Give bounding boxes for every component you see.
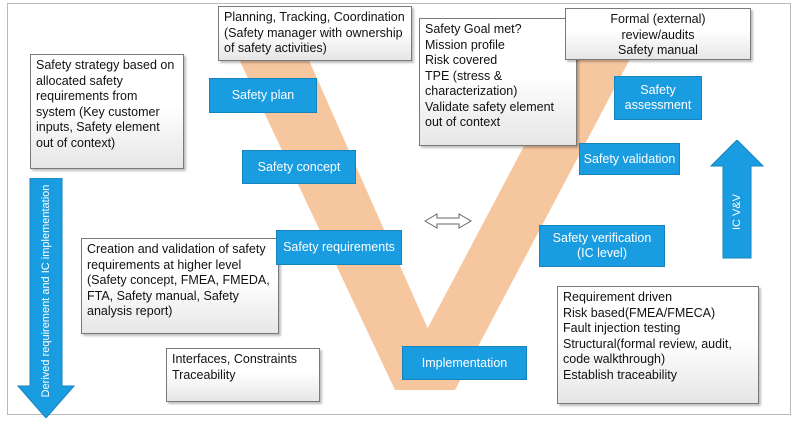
diagram-frame <box>7 3 791 415</box>
v-left-arm <box>230 40 455 390</box>
note-safety-strategy: Safety strategy based on allocated safet… <box>30 54 184 169</box>
stage-implementation: Implementation <box>402 346 527 380</box>
note-requirement-driven: Requirement driven Risk based(FMEA/FMECA… <box>557 286 759 404</box>
note-creation-validation: Creation and validation of safety requir… <box>81 238 279 334</box>
up-arrow-icon <box>709 140 765 259</box>
stage-safety-requirements: Safety requirements <box>276 230 402 265</box>
note-formal-review: Formal (external) review/audits Safety m… <box>565 8 751 60</box>
down-arrow-icon <box>16 178 76 418</box>
stage-safety-validation: Safety validation <box>579 143 680 175</box>
note-interfaces: Interfaces, Constraints Traceability <box>166 348 320 402</box>
note-planning: Planning, Tracking, Coordination (Safety… <box>218 6 412 61</box>
right-arrow-label: IC V&V <box>731 193 743 231</box>
stage-safety-verification: Safety verification (IC level) <box>539 225 665 267</box>
stage-safety-plan: Safety plan <box>209 78 317 113</box>
left-arrow-label: Derived requirement and IC implementatio… <box>40 184 52 398</box>
stage-safety-concept: Safety concept <box>242 150 356 184</box>
stage-safety-assessment: Safety assessment <box>614 76 702 120</box>
double-arrow-icon <box>424 213 472 229</box>
note-safety-goal: Safety Goal met? Mission profile Risk co… <box>419 18 577 146</box>
v-right-arm <box>395 40 640 390</box>
